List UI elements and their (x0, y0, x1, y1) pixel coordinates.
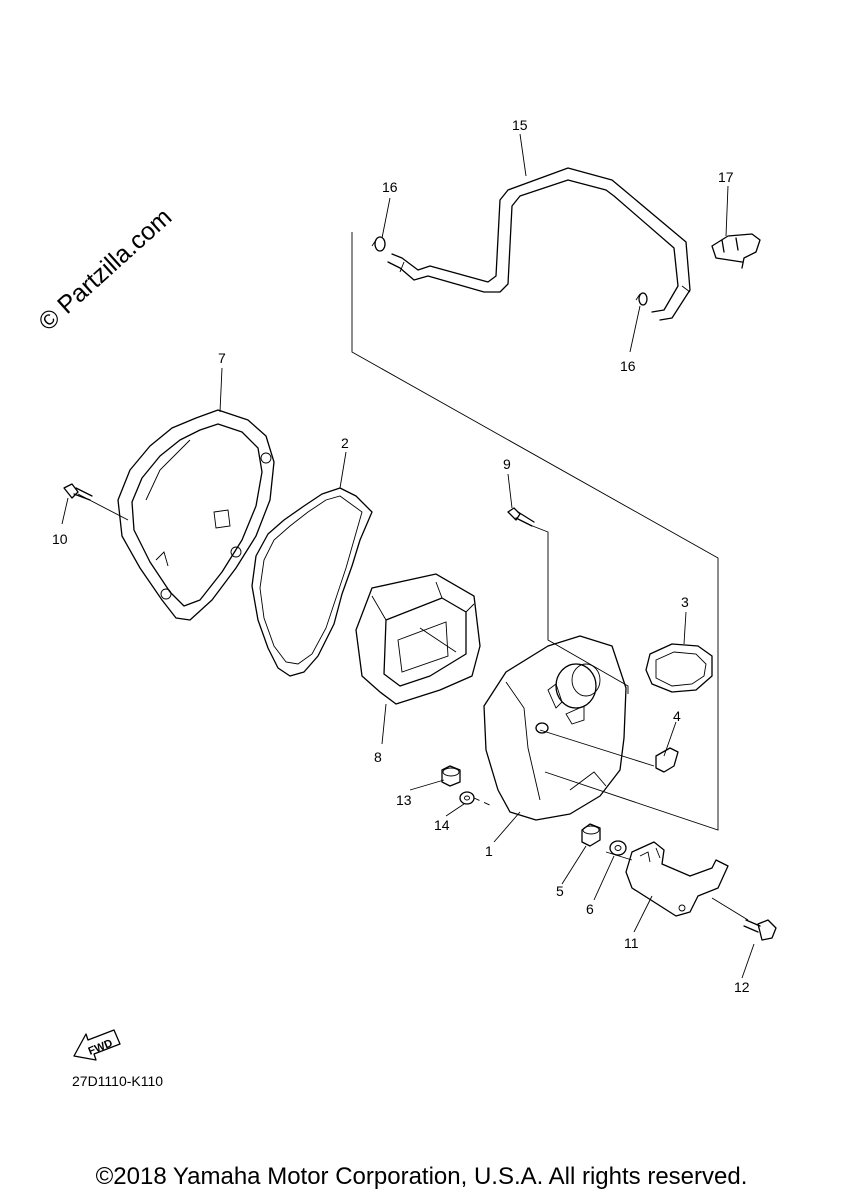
part-11-bracket[interactable] (625, 841, 729, 917)
part-5-grommet[interactable] (581, 823, 601, 847)
part-9-screw[interactable] (507, 507, 535, 527)
part-16-hose-clamp-upper[interactable] (371, 236, 386, 252)
part-2-gasket[interactable] (251, 487, 373, 677)
callout-4: 4 (673, 708, 681, 724)
part-12-bolt[interactable] (743, 919, 777, 941)
part-14-washer[interactable] (459, 791, 475, 805)
part-13-grommet[interactable] (441, 765, 461, 787)
callout-7: 7 (218, 350, 226, 366)
callout-10: 10 (52, 531, 68, 547)
callout-17: 17 (718, 169, 734, 185)
callout-11: 11 (624, 935, 639, 951)
callout-2: 2 (341, 435, 349, 451)
part-8-air-filter-element[interactable] (355, 573, 481, 705)
part-16-hose-clamp-lower[interactable] (635, 292, 648, 306)
copyright-notice: ©2018 Yamaha Motor Corporation, U.S.A. A… (95, 1163, 748, 1190)
callout-14: 14 (434, 817, 450, 833)
callout-8: 8 (374, 749, 382, 765)
watermark: © Partzilla.com (33, 203, 177, 337)
callout-1: 1 (485, 843, 493, 859)
callout-6: 6 (586, 901, 594, 917)
callout-5: 5 (556, 883, 564, 899)
callout-3: 3 (681, 594, 689, 610)
part-17-hose-holder[interactable] (711, 233, 761, 269)
callout-15: 15 (512, 117, 528, 133)
part-15-breather-hose[interactable] (387, 167, 691, 321)
part-6-collar[interactable] (609, 840, 627, 856)
part-4-clip[interactable] (655, 747, 679, 773)
reference-line-9 (529, 524, 629, 694)
callout-13: 13 (396, 792, 412, 808)
part-3-seal[interactable] (645, 643, 713, 693)
leader-lines (61, 133, 755, 979)
part-1-air-filter-case[interactable] (483, 635, 627, 821)
callout-12: 12 (734, 979, 750, 995)
reference-frame (351, 232, 719, 831)
assembly-line-13-14 (473, 797, 493, 807)
callout-16-upper: 16 (382, 179, 398, 195)
callout-9: 9 (503, 456, 511, 472)
part-7-air-filter-cover[interactable] (117, 409, 275, 621)
fwd-label: FWD (87, 1037, 115, 1058)
callout-16-lower: 16 (620, 358, 636, 374)
fwd-arrow-icon: FWD (73, 1029, 121, 1061)
diagram-code: 27D1110-K110 (72, 1073, 163, 1089)
part-10-bolt[interactable] (63, 483, 93, 501)
